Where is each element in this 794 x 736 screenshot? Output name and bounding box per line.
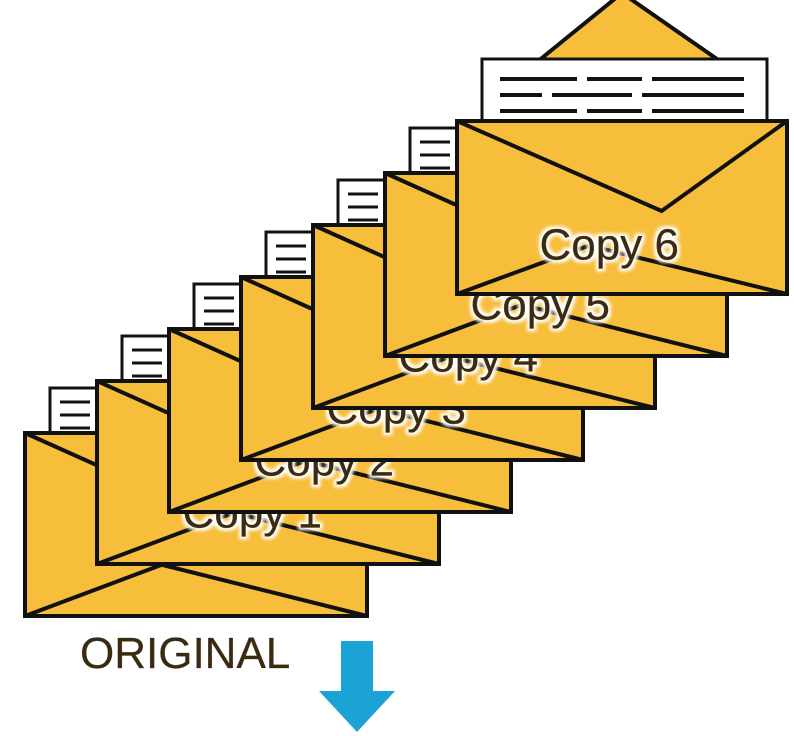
copy-label: Copy 6: [540, 220, 679, 269]
envelope-flap-open: [532, 0, 727, 66]
envelope-copy-6: Copy 6: [457, 0, 787, 294]
down-arrow-icon: [319, 641, 395, 732]
original-label: ORIGINAL: [80, 629, 290, 678]
